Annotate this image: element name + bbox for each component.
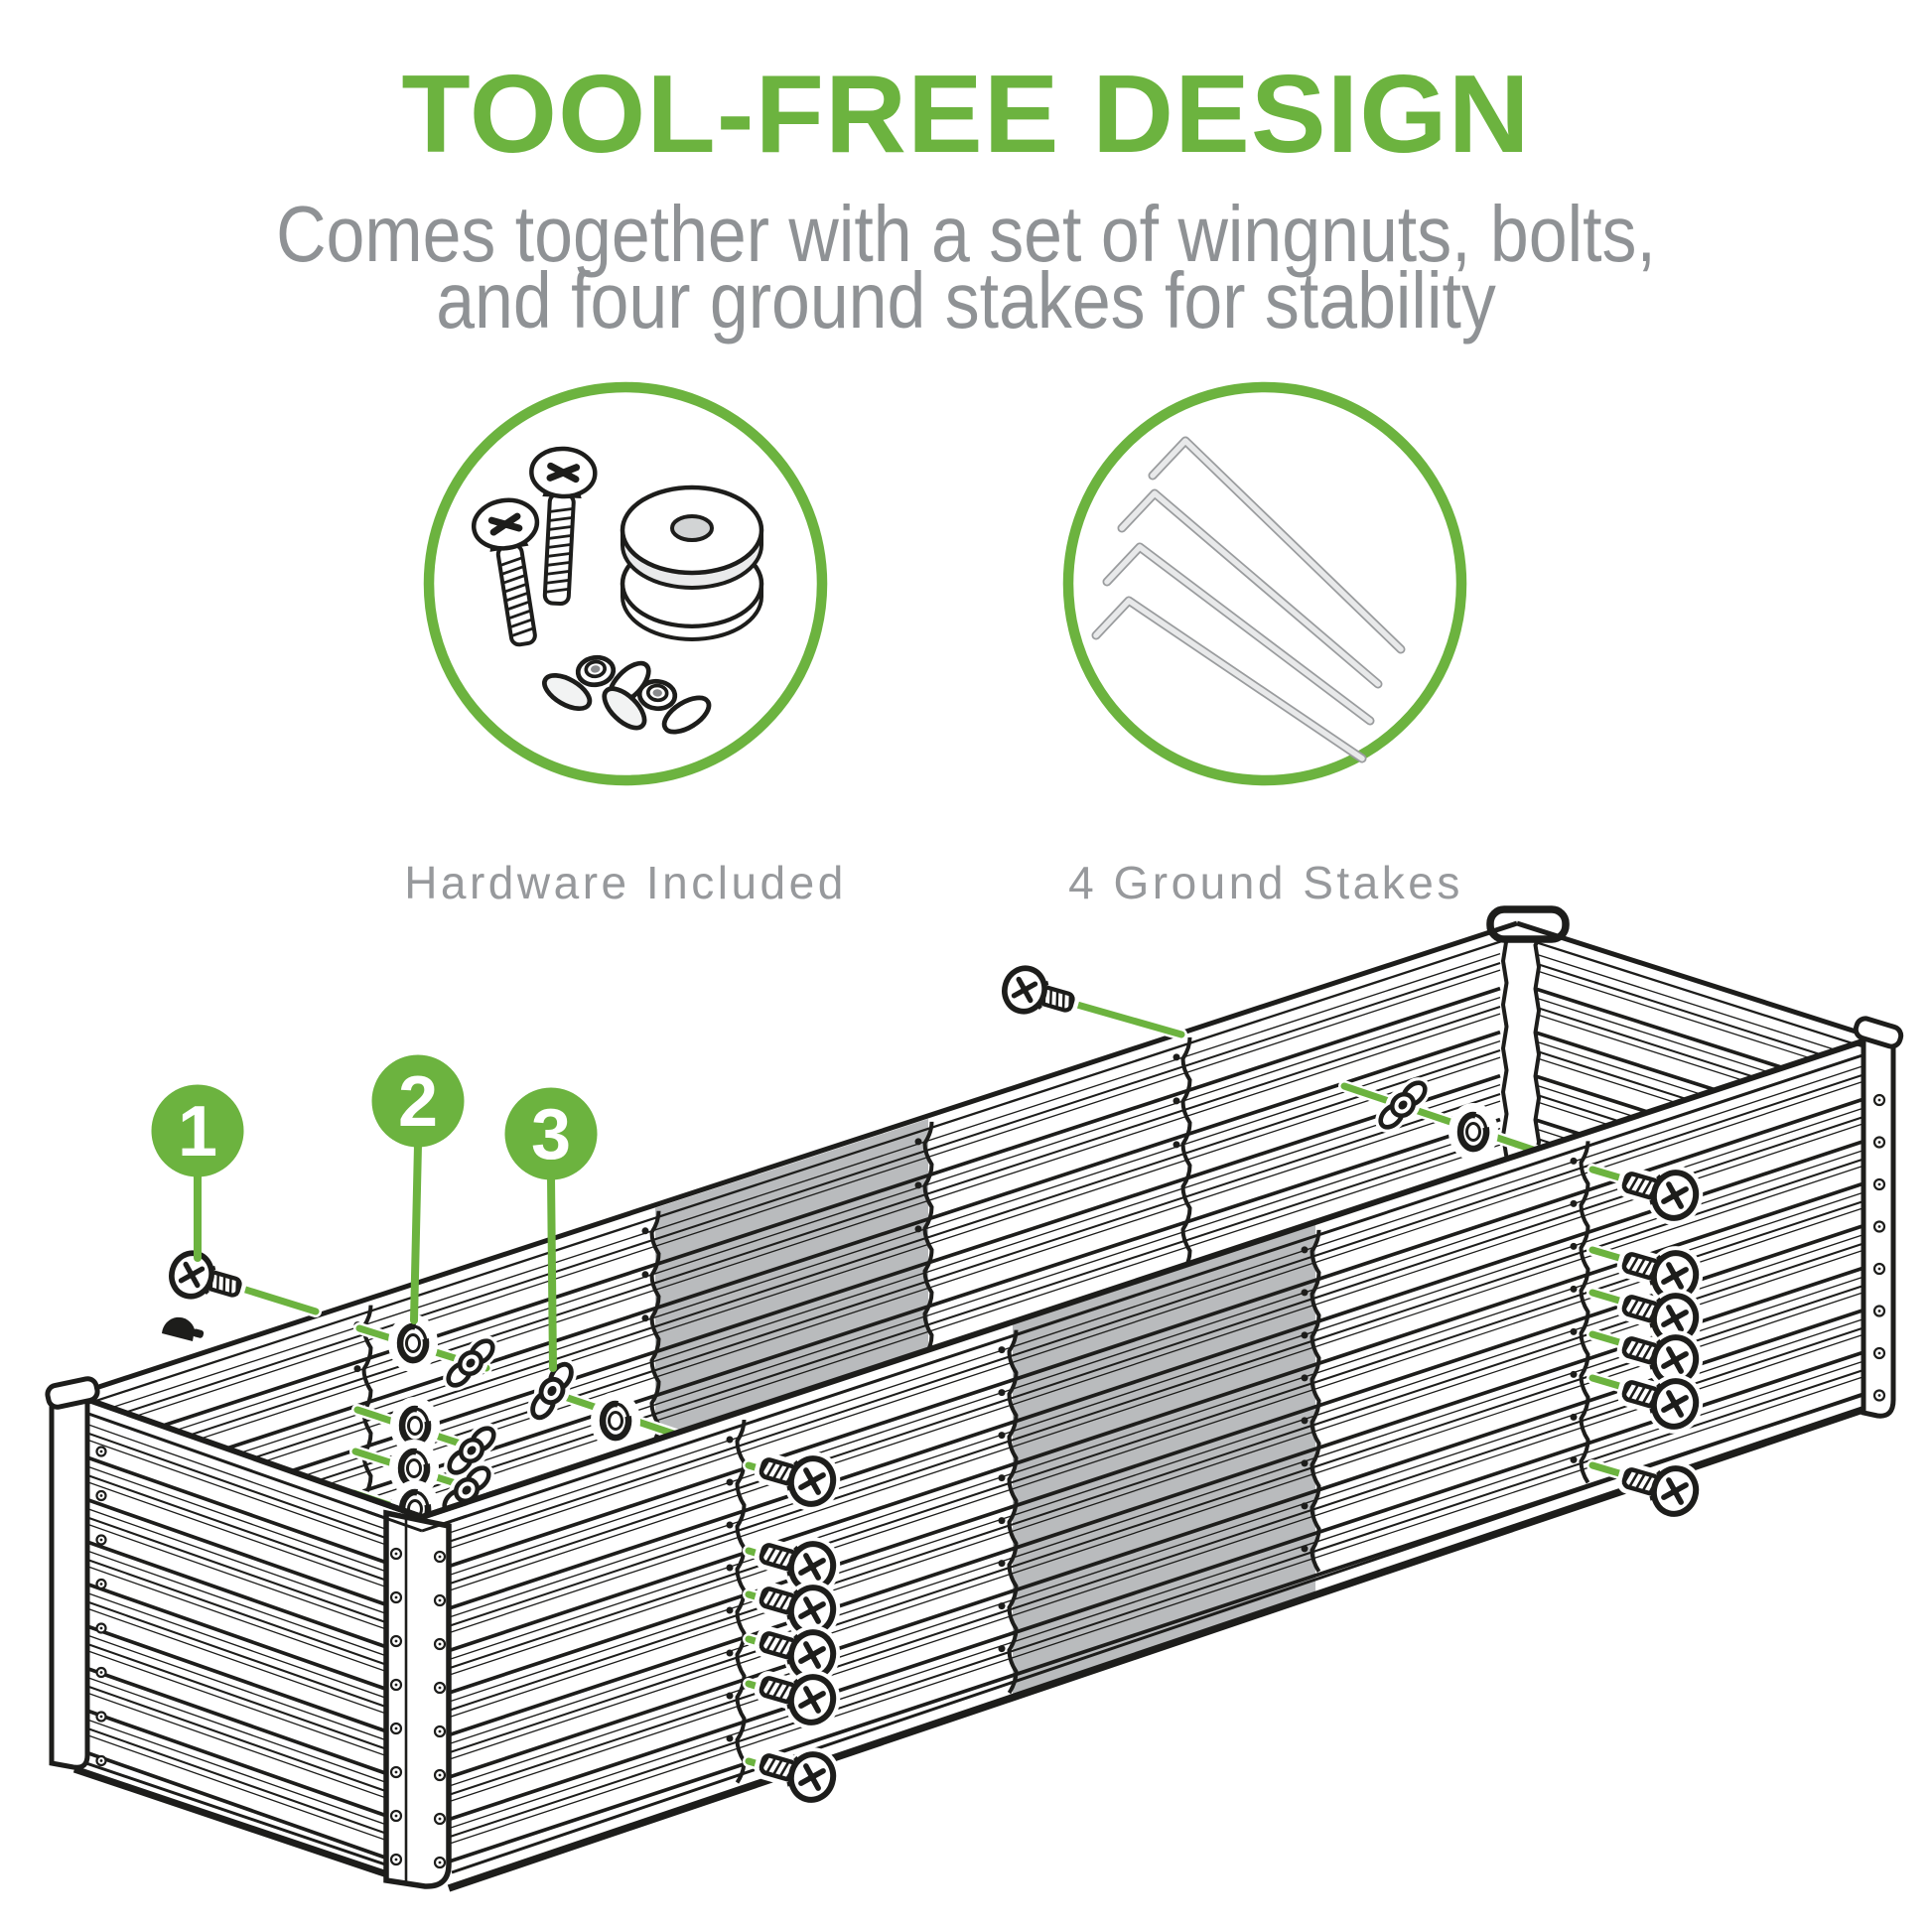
svg-text:1: 1 <box>178 1092 217 1172</box>
svg-text:3: 3 <box>531 1095 571 1174</box>
svg-text:2: 2 <box>398 1062 438 1142</box>
